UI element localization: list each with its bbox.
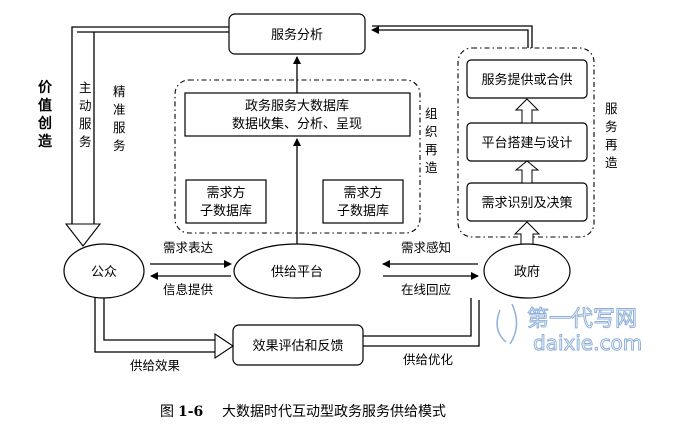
government-label: 政府 <box>514 265 540 280</box>
precise-service-char: 服 <box>113 120 126 135</box>
bigdata-label-1: 政务服务大数据库 <box>245 98 349 114</box>
precise-service-char: 精 <box>113 84 126 99</box>
demand-sense-label: 需求感知 <box>401 240 451 255</box>
demand-db-left-label-1: 需求方 <box>206 185 245 201</box>
value-creation-char: 造 <box>38 133 52 150</box>
service-reshape-label: 服 务 再 造 <box>605 101 618 170</box>
value-creation-label: 价 值 创 造 <box>37 80 53 150</box>
feedback-box <box>232 324 364 366</box>
value-creation-char: 值 <box>38 97 52 114</box>
online-response-label: 在线回应 <box>401 282 451 297</box>
outer-loop-line <box>71 26 229 232</box>
decision-to-build-arrow <box>514 160 540 184</box>
platform-build-label: 平台搭建与设计 <box>481 135 572 151</box>
watermark-logo-icon <box>496 303 518 345</box>
precise-service-label: 精 准 服 务 <box>113 84 126 153</box>
demand-express-label: 需求表达 <box>163 240 214 255</box>
supply-optimize-line-outer <box>363 300 480 347</box>
service-reshape-char: 再 <box>605 137 618 152</box>
watermark: 第一代写网 daixie.com <box>496 303 643 356</box>
supply-optimize-label: 供给优化 <box>403 352 454 367</box>
service-provision-label: 服务提供或合供 <box>481 72 572 88</box>
build-to-provision-arrow <box>514 98 540 124</box>
bigdata-label-2: 数据收集、分析、呈现 <box>232 116 362 132</box>
bigdata-box <box>184 92 411 137</box>
supply-effect-label: 供给效果 <box>130 358 181 373</box>
government-node <box>483 243 571 299</box>
value-creation-char: 创 <box>37 115 52 132</box>
caption-prefix: 图 <box>160 404 174 420</box>
demand-db-box-left <box>185 179 267 224</box>
demand-db-left-label-2: 子数据库 <box>200 203 252 219</box>
org-reshape-label: 组 织 再 造 <box>425 106 438 175</box>
watermark-line-2: daixie.com <box>533 331 642 355</box>
org-reshape-char: 造 <box>425 160 438 175</box>
demand-db-right-label-1: 需求方 <box>343 185 382 201</box>
service-analysis-label: 服务分析 <box>271 27 323 43</box>
outer-loop-arrowhead <box>64 223 102 247</box>
org-reshape-char: 组 <box>425 106 438 121</box>
value-creation-char: 价 <box>38 80 53 96</box>
service-analysis-box <box>228 13 366 55</box>
supply-effect-line-inner <box>103 298 217 341</box>
precise-service-char: 务 <box>113 138 126 153</box>
org-reshape-char: 织 <box>425 124 438 139</box>
feedback-label: 效果评估和反馈 <box>252 339 343 354</box>
supply-effect-line-outer <box>94 297 217 353</box>
precise-service-char: 准 <box>113 102 126 117</box>
service-provision-box <box>466 59 588 99</box>
caption-title: 大数据时代互动型政务服务供给模式 <box>222 404 446 420</box>
supply-platform-label: 供给平台 <box>271 265 323 280</box>
service-reshape-char: 务 <box>605 119 618 134</box>
government-to-decision-arrow <box>513 221 541 248</box>
service-reshape-char: 造 <box>605 155 618 170</box>
watermark-line-1: 第一代写网 <box>527 307 637 332</box>
org-reshape-char: 再 <box>425 142 438 157</box>
info-provide-label: 信息提供 <box>163 282 213 297</box>
service-reshape-char: 服 <box>605 101 618 116</box>
demand-db-box-right <box>322 179 404 224</box>
active-service-char: 务 <box>79 134 92 149</box>
right-loop-line-outer <box>372 25 533 48</box>
active-service-char: 服 <box>79 116 92 131</box>
right-loop-line <box>371 26 529 48</box>
caption-number: 1-6 <box>178 404 203 420</box>
supply-platform-node <box>233 243 361 299</box>
active-service-char: 主 <box>79 80 92 95</box>
demand-db-right-label-2: 子数据库 <box>337 203 389 219</box>
figure-caption: 图 1-6 大数据时代互动型政务服务供给模式 <box>160 404 446 420</box>
demand-decision-label: 需求识别及决策 <box>481 195 572 211</box>
public-label: 公众 <box>91 265 117 280</box>
active-service-char: 动 <box>79 98 92 113</box>
supply-optimize-line-inner <box>363 298 472 337</box>
supply-effect-arrowhead <box>214 332 234 360</box>
active-service-label: 主 动 服 务 <box>79 80 92 149</box>
